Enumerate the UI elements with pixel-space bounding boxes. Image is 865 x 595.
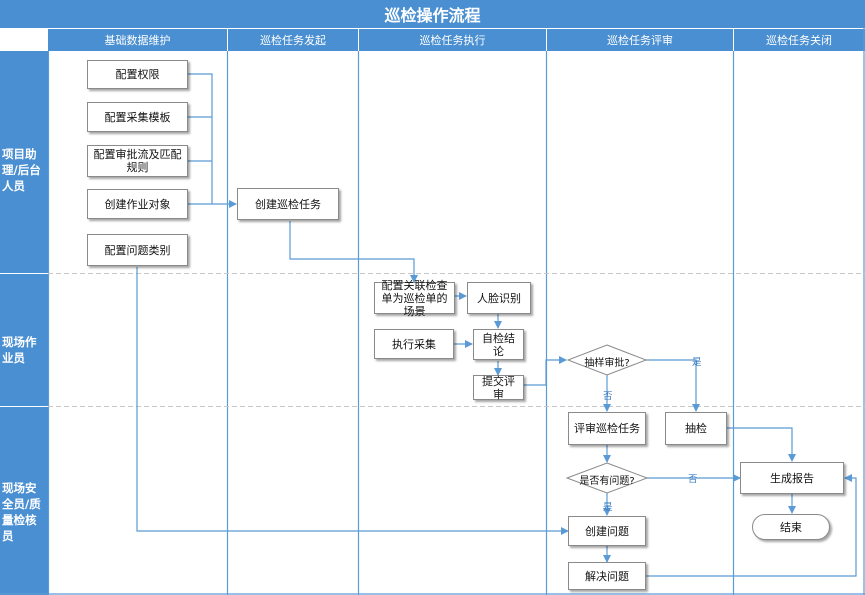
node-config-permission: 配置权限 <box>87 60 188 89</box>
node-self-check: 自检结论 <box>473 329 524 360</box>
label-no-sample: 否 <box>603 391 613 402</box>
node-execute-collect: 执行采集 <box>374 329 454 359</box>
label-no-issue: 否 <box>688 474 698 485</box>
column-header-task-initiate: 巡检任务发起 <box>260 34 326 47</box>
node-config-scene: 配置关联检查单为巡检单的场景 <box>374 279 455 318</box>
decision-has-issue <box>565 462 649 494</box>
page-title: 巡检操作流程 <box>384 6 481 25</box>
decision-has-issue-label: 是否有问题? <box>579 476 635 487</box>
title-bar <box>0 0 865 28</box>
lane-header-field-worker: 现场作业员 <box>2 335 37 365</box>
node-review-task: 评审巡检任务 <box>568 412 646 445</box>
node-resolve-issue: 解决问题 <box>568 562 646 590</box>
node-config-approval: 配置审批流及匹配规则 <box>87 145 188 177</box>
node-generate-report: 生成报告 <box>740 462 844 494</box>
node-create-object: 创建作业对象 <box>87 189 188 219</box>
label-yes-sample: 是 <box>692 357 702 368</box>
node-create-task: 创建巡检任务 <box>237 188 339 220</box>
node-spot-check: 抽检 <box>665 412 727 445</box>
decision-sample-review <box>566 344 648 376</box>
node-submit-review: 提交评审 <box>473 375 524 401</box>
node-end: 结束 <box>752 514 830 540</box>
lane-header-column <box>0 51 48 595</box>
label-yes-issue: 是 <box>603 502 613 513</box>
column-header-bar <box>48 28 865 51</box>
node-config-issue-type: 配置问题类别 <box>87 234 188 266</box>
lane-header-assistant: 项目助理/后台人员 <box>2 147 41 193</box>
lane-header-inspector: 现场安全员/质量检核员 <box>2 481 41 543</box>
column-header-task-close: 巡检任务关闭 <box>766 34 832 47</box>
decision-sample-review-label: 抽样审批? <box>584 358 630 369</box>
node-create-issue: 创建问题 <box>568 516 646 546</box>
column-header-basic-data: 基础数据维护 <box>104 34 171 47</box>
node-config-template: 配置采集模板 <box>87 102 188 132</box>
node-face-id: 人脸识别 <box>467 282 531 314</box>
column-header-task-execute: 巡检任务执行 <box>419 34 486 47</box>
column-header-task-review: 巡检任务评审 <box>607 34 673 47</box>
